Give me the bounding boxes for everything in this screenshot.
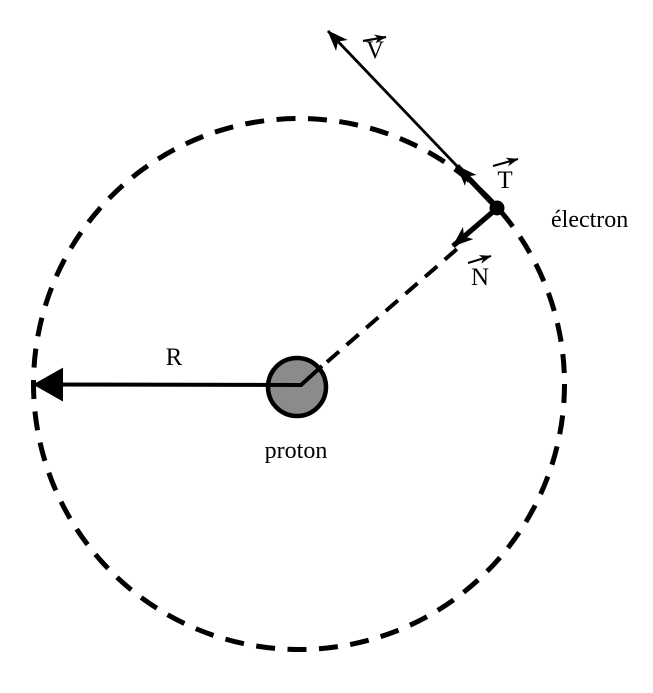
tangent-label: T [497,167,512,194]
radius-arrow [33,364,324,402]
electron-label: électron [551,207,628,233]
proton-disc [265,355,329,419]
normal-overbar-arrow-icon [467,254,492,265]
normal-vector [451,208,497,248]
radius-dashed-line [325,247,459,364]
velocity-overbar-arrow-icon [362,34,387,44]
proton-label: proton [265,438,328,464]
normal-label: N [471,264,489,291]
tangent-overbar-arrow-icon [492,157,519,168]
radius-label: R [166,344,183,371]
velocity-label: V [366,37,384,64]
tangent-vector [455,164,498,209]
electron-dot [489,200,505,216]
